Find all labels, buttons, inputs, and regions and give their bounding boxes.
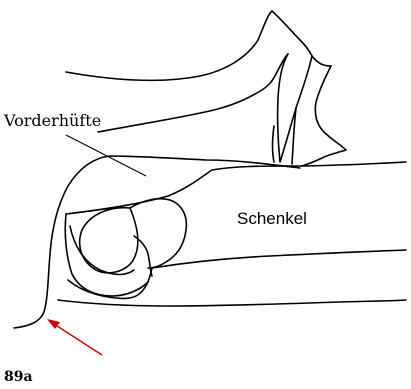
joint-notch [134,236,152,276]
femur-lower-outline [152,250,406,268]
femur-upper-outline [66,162,406,214]
spur-right-wing [302,66,346,166]
femur-label: Schenkel [237,209,307,228]
red-arrow-head-icon [47,319,60,329]
spur-outline [278,54,312,162]
thorax-plate-outline [66,11,331,80]
coxa-outline [14,156,300,328]
coxa-bottom-edge [58,300,406,306]
spur-left-lower [273,126,275,162]
trochanter-inner [70,226,134,275]
red-arrow-shaft [54,324,102,355]
fore-hip-label: Vorderhüfte [3,111,101,130]
condyle-outline [80,208,138,273]
figure-number: 89a [4,369,33,385]
fore-hip-leader-line [66,135,146,176]
condyle-cap [130,199,186,268]
plate-lower-edge [98,54,288,132]
